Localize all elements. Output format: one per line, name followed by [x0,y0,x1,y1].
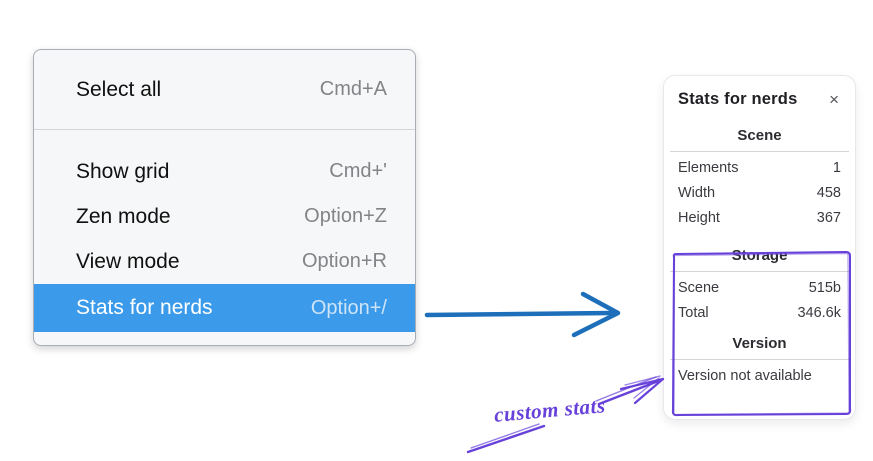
stat-value: 515b [808,279,841,296]
divider [670,271,849,272]
menu-item-shortcut: Cmd+' [329,160,387,182]
menu-item-shortcut: Option+Z [304,205,387,227]
stat-value: 458 [816,184,841,201]
menu-item-zen-mode[interactable]: Zen mode Option+Z [34,194,415,239]
version-note: Version not available [678,368,812,384]
menu-item-label: Zen mode [76,204,171,228]
stats-panel: Stats for nerds × Scene Elements 1 Width… [663,75,856,420]
stat-label: Height [678,209,720,226]
stat-row: Width 458 [678,180,841,205]
menu-item-label: Select all [76,77,162,101]
annotation-arrow [466,375,665,454]
section-heading: Storage [731,247,788,264]
stats-panel-header: Stats for nerds × [678,89,841,110]
stats-panel-title: Stats for nerds [678,90,798,108]
menu-item-shortcut: Option+/ [310,296,387,319]
stat-label: Total [678,304,709,321]
annotation-custom-stats: custom stats [493,393,607,427]
menu-item-shortcut: Cmd+A [319,78,387,100]
stat-row: Scene 515b [678,275,841,300]
stat-label: Elements [678,159,739,176]
menu-item-view-mode[interactable]: View mode Option+R [34,239,415,284]
context-menu: Select all Cmd+A Show grid Cmd+' Zen mod… [33,49,416,346]
stat-value: 367 [816,209,841,226]
divider [670,359,849,360]
divider [670,151,849,152]
blue-arrow [424,291,621,338]
menu-item-select-all[interactable]: Select all Cmd+A [34,67,415,112]
stats-section-scene: Scene Elements 1 Width 458 Height 367 [670,127,849,230]
stats-section-version: Version Version not available [670,335,849,384]
stat-value: 346.6k [797,304,841,321]
stat-row: Elements 1 [678,155,841,180]
section-heading: Version [732,335,787,352]
stat-label: Scene [678,279,720,296]
menu-item-shortcut: Option+R [301,250,387,272]
stat-label: Width [678,184,716,201]
menu-item-stats-for-nerds[interactable]: Stats for nerds Option+/ [34,284,415,332]
section-heading: Scene [737,127,782,144]
menu-section-bottom: Show grid Cmd+' Zen mode Option+Z View m… [34,130,415,345]
stats-section-storage: Storage Scene 515b Total 346.6k [670,247,849,325]
menu-section-top: Select all Cmd+A [34,50,415,130]
menu-item-label: Stats for nerds [76,296,213,319]
menu-item-show-grid[interactable]: Show grid Cmd+' [34,149,415,194]
menu-item-label: View mode [76,249,180,273]
stat-value: 1 [832,159,841,176]
menu-item-label: Show grid [76,159,170,183]
stat-row: Total 346.6k [678,300,841,325]
close-icon[interactable]: × [829,90,839,109]
stat-row: Height 367 [678,205,841,230]
